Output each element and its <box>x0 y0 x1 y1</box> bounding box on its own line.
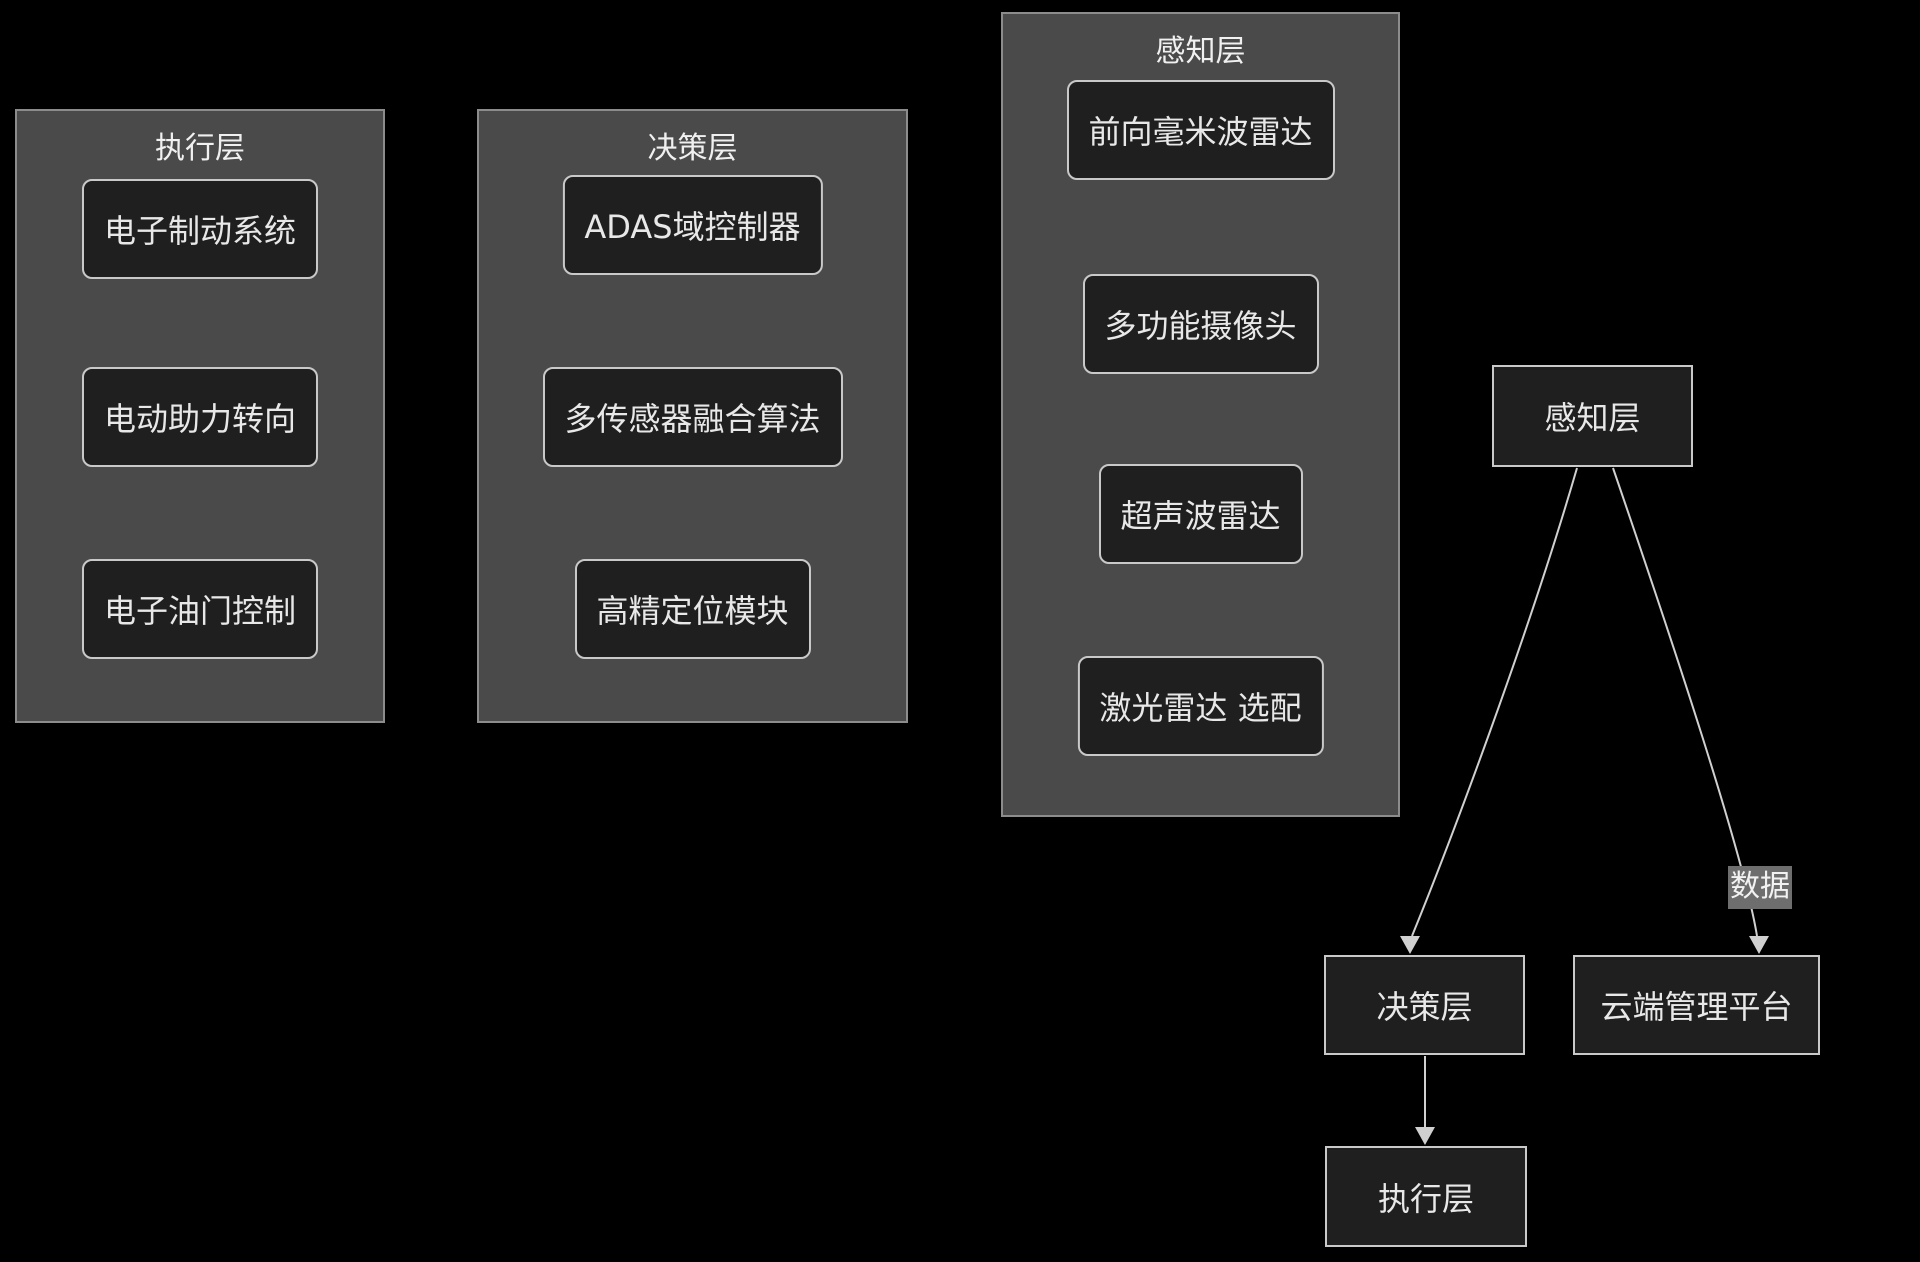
arrowhead-perception-to-cloud <box>1749 936 1769 954</box>
flow-node-decision-layer: 决策层 <box>1324 955 1525 1055</box>
arrowhead-perception-to-decision <box>1400 936 1420 954</box>
group-execution-layer: 执行层 电子制动系统 电动助力转向 电子油门控制 <box>15 109 385 723</box>
node-multifunction-camera: 多功能摄像头 <box>1082 274 1319 374</box>
node-ultrasonic-radar: 超声波雷达 <box>1098 464 1303 564</box>
flow-node-perception-layer: 感知层 <box>1492 365 1693 467</box>
edge-perception-to-decision <box>1411 467 1578 937</box>
node-high-precision-positioning-module: 高精定位模块 <box>574 559 811 659</box>
node-electric-power-steering: 电动助力转向 <box>81 367 319 467</box>
group-title-execution-layer: 执行层 <box>155 131 245 166</box>
node-electronic-brake-system: 电子制动系统 <box>81 179 319 279</box>
node-adas-domain-controller: ADAS域控制器 <box>562 175 823 275</box>
node-electronic-throttle-control: 电子油门控制 <box>81 559 319 659</box>
group-perception-layer: 感知层 前向毫米波雷达 多功能摄像头 超声波雷达 激光雷达 选配 <box>1001 12 1400 817</box>
edge-label-data: 数据 <box>1728 866 1792 909</box>
flow-node-execution-layer: 执行层 <box>1325 1146 1527 1247</box>
node-lidar-optional: 激光雷达 选配 <box>1077 656 1324 756</box>
group-decision-layer: 决策层 ADAS域控制器 多传感器融合算法 高精定位模块 <box>477 109 908 723</box>
node-multi-sensor-fusion-algorithm: 多传感器融合算法 <box>542 367 843 467</box>
flow-node-cloud-management-platform: 云端管理平台 <box>1573 955 1820 1055</box>
arrowhead-decision-to-execution <box>1415 1127 1435 1145</box>
group-title-decision-layer: 决策层 <box>647 131 738 166</box>
group-title-perception-layer: 感知层 <box>1155 34 1246 69</box>
node-forward-millimeter-wave-radar: 前向毫米波雷达 <box>1066 80 1335 180</box>
